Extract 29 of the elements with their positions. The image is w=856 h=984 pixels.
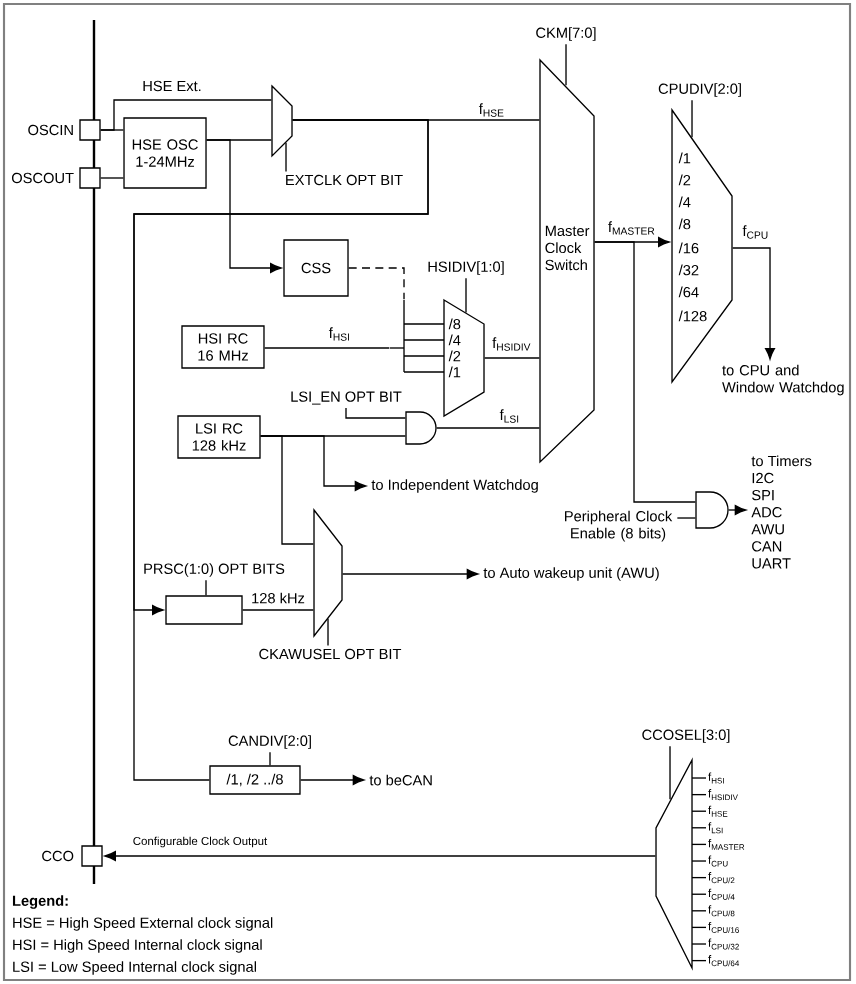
connector-line bbox=[594, 241, 696, 503]
connector-line bbox=[348, 267, 405, 300]
and-gate bbox=[695, 491, 729, 529]
connector-line bbox=[327, 618, 329, 647]
connector-line bbox=[669, 745, 671, 800]
connector-line bbox=[242, 609, 314, 611]
connector-line bbox=[676, 517, 696, 519]
arrow bbox=[342, 568, 479, 580]
arrow bbox=[104, 850, 656, 862]
connector-line bbox=[133, 119, 429, 781]
prescaler-box bbox=[165, 595, 243, 625]
arrow bbox=[728, 504, 747, 516]
connector-line bbox=[484, 357, 540, 359]
connector-line bbox=[100, 99, 272, 131]
connector-line bbox=[260, 435, 314, 545]
connector-line bbox=[691, 99, 693, 138]
connector-line bbox=[269, 751, 271, 766]
arrow bbox=[732, 247, 776, 360]
connector-line bbox=[285, 142, 287, 173]
connector-line bbox=[465, 277, 467, 314]
arrow bbox=[300, 774, 365, 786]
and-gate bbox=[405, 411, 437, 445]
connector-line bbox=[565, 43, 567, 86]
arrow bbox=[206, 139, 282, 274]
connector-line bbox=[100, 177, 124, 179]
connector-line bbox=[205, 579, 207, 596]
connector-line bbox=[345, 407, 406, 419]
connector-line bbox=[264, 347, 390, 349]
connector-line bbox=[436, 427, 540, 429]
